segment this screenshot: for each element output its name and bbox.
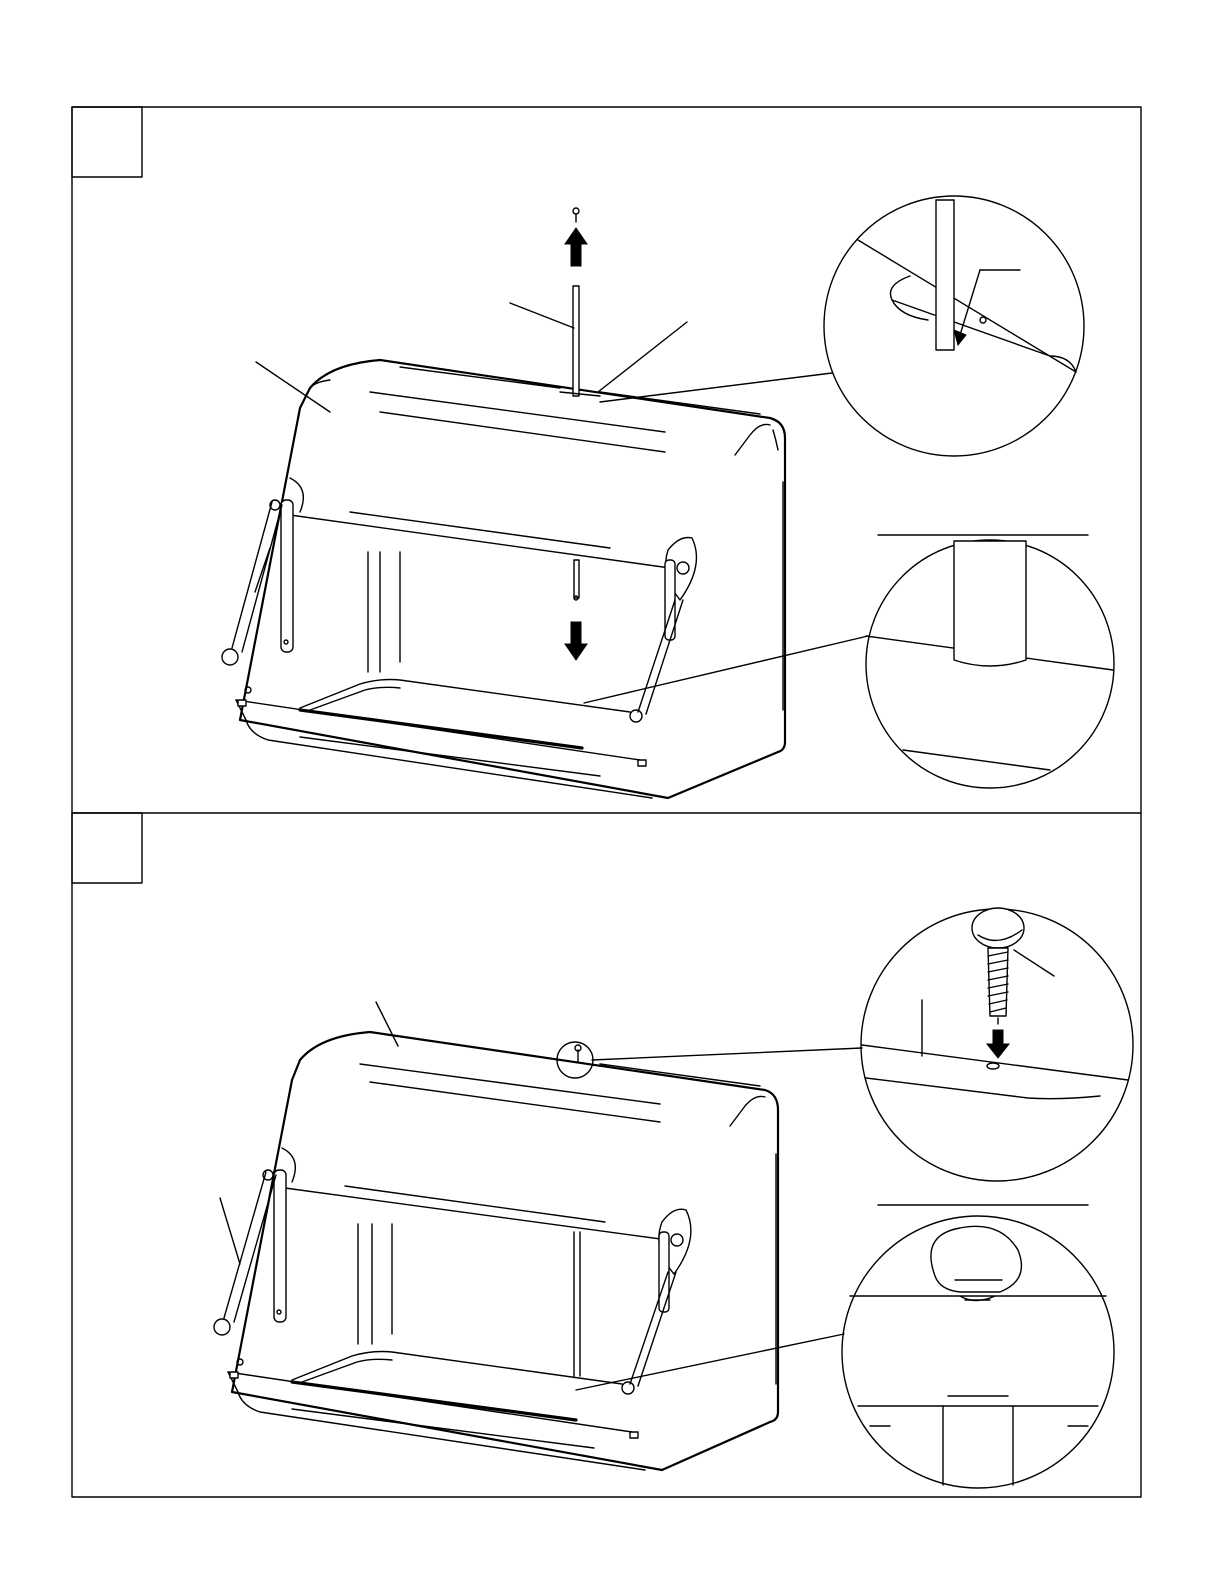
pin-part [573,208,579,222]
cabinet-illustration-step-1 [222,360,785,798]
step-2-panel [72,813,1133,1488]
thumbscrew-seated-detail [842,1205,1114,1488]
leader-lines-step-2 [220,1002,862,1390]
thumbscrew-install-detail [861,908,1133,1181]
pin-removal-detail [824,196,1084,456]
down-arrow-icon [987,1030,1009,1058]
step-2-number-box [72,813,142,883]
up-arrow-icon [565,228,587,266]
step-1-number-box [72,107,142,177]
down-arrow-icon [565,622,587,660]
leader-lines-step-1 [256,303,868,703]
step-1-panel [72,107,1114,798]
cabinet-illustration-step-2 [214,1032,778,1470]
rod-seat-detail [866,535,1114,788]
